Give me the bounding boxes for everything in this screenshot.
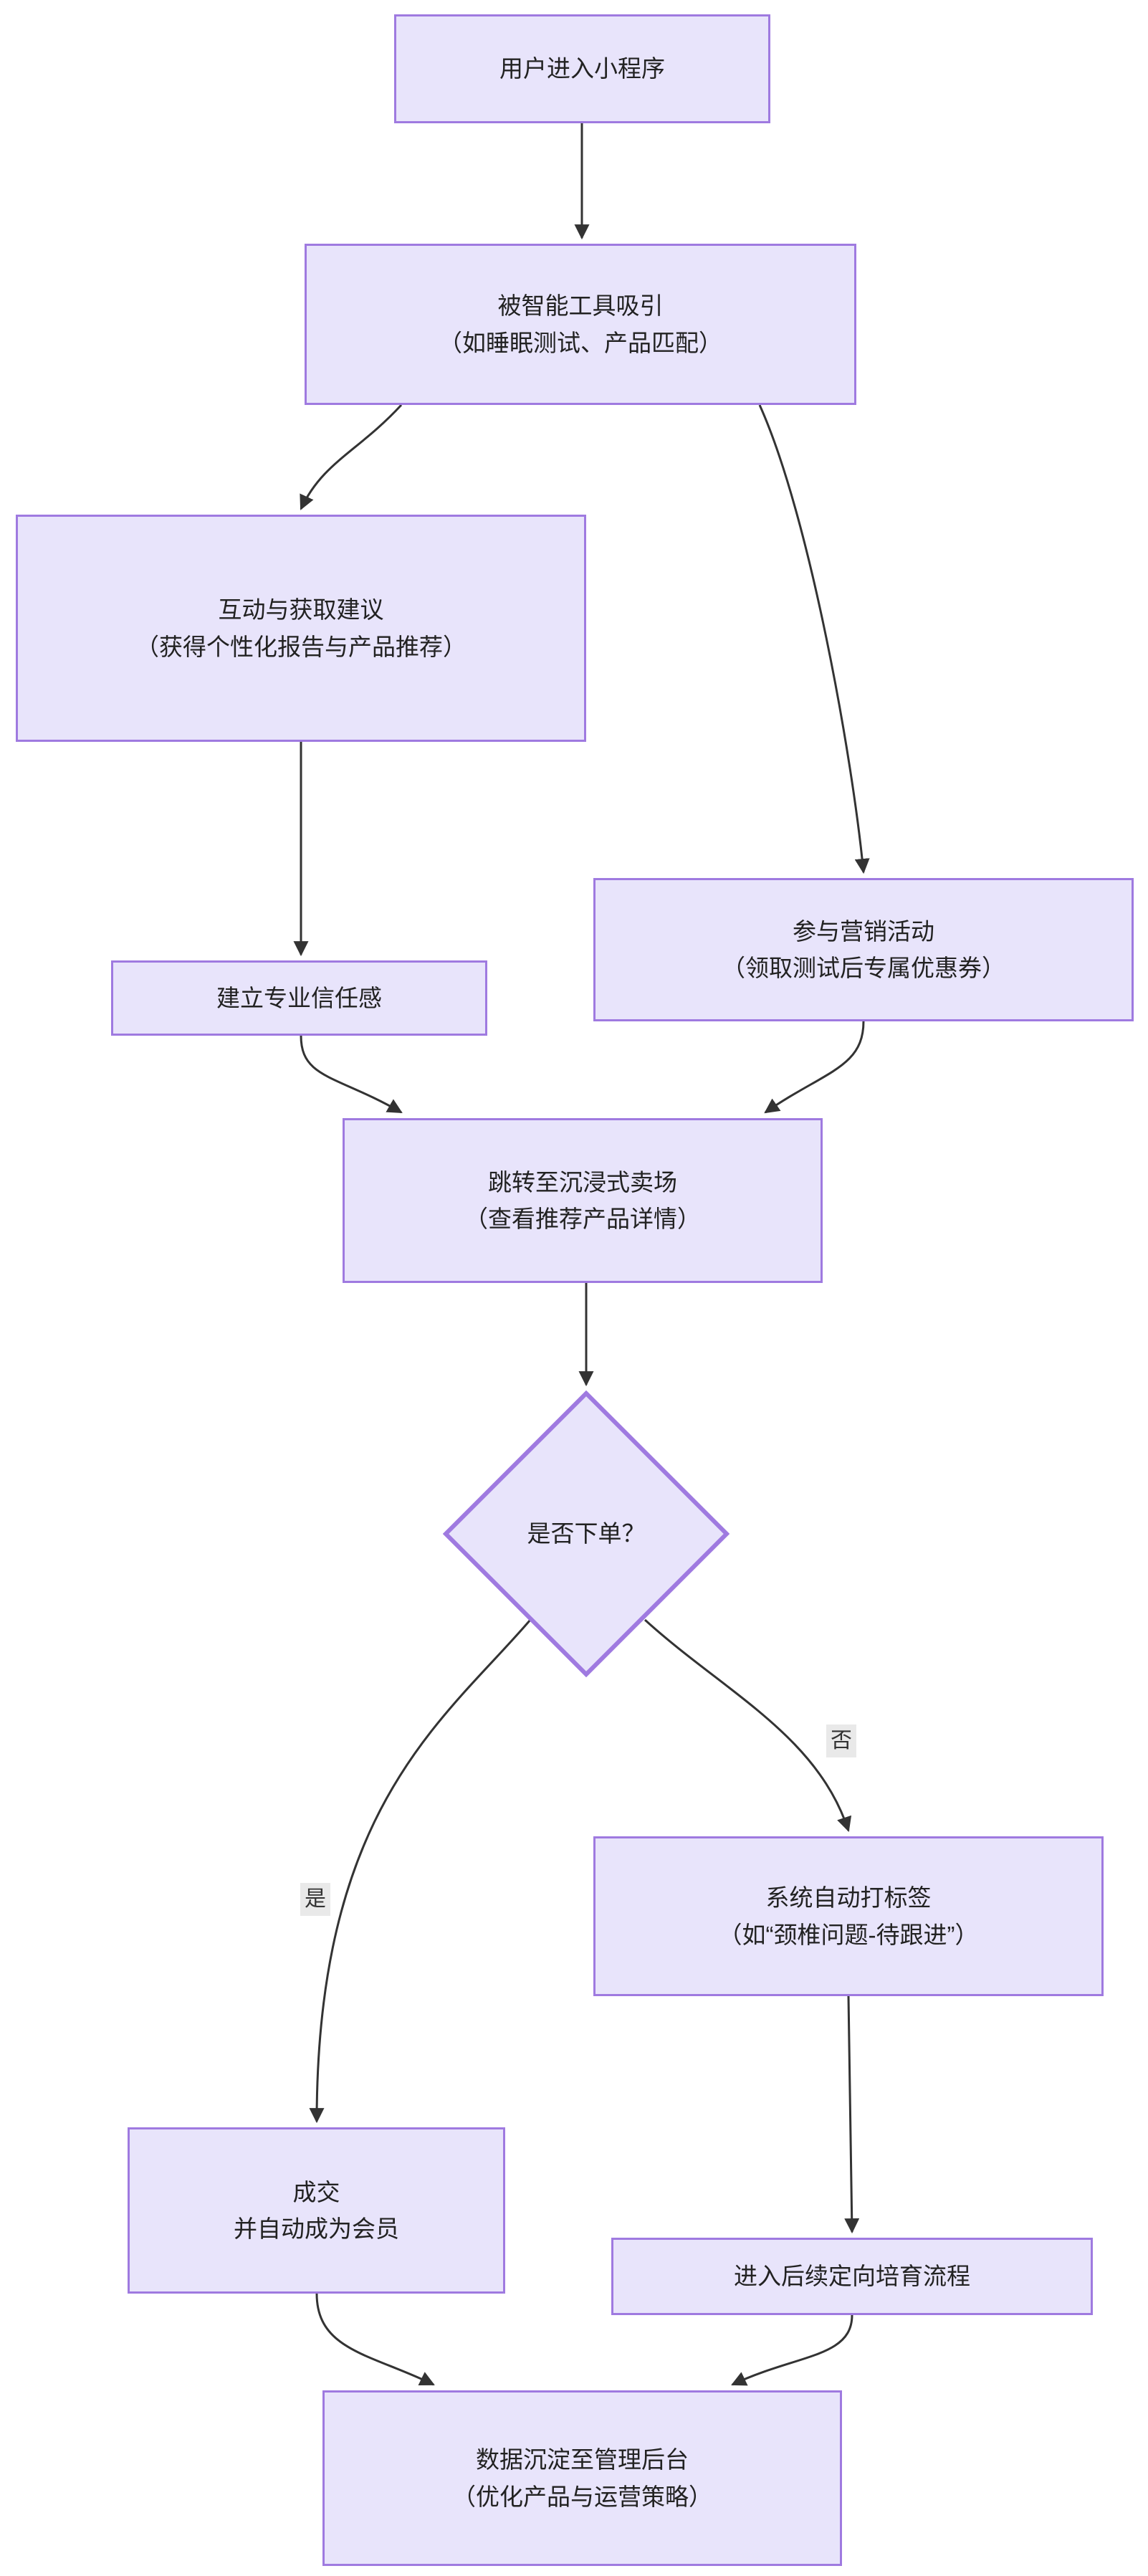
node-jump-to-immersive-store[interactable]: 跳转至沉浸式卖场 （查看推荐产品详情） bbox=[343, 1118, 823, 1283]
node-label: 参与营销活动 （领取测试后专属优惠券） bbox=[722, 917, 1005, 981]
node-label: 用户进入小程序 bbox=[499, 55, 665, 82]
node-label: 被智能工具吸引 （如睡眠测试、产品匹配） bbox=[439, 292, 722, 356]
edge-n8-n10 bbox=[844, 1995, 860, 2234]
edge-n7-n9 bbox=[309, 1619, 532, 2124]
diamond-shape bbox=[443, 1390, 730, 1677]
node-interact-and-get-advice[interactable]: 互动与获取建议 （获得个性化报告与产品推荐） bbox=[16, 515, 586, 742]
node-user-enters-miniprogram[interactable]: 用户进入小程序 bbox=[394, 14, 770, 123]
node-data-to-admin-backend[interactable]: 数据沉淀至管理后台 （优化产品与运营策略） bbox=[322, 2390, 842, 2566]
node-label: 系统自动打标签 （如“颈椎问题-待跟进”） bbox=[718, 1884, 979, 1948]
edge-label-yes: 是 bbox=[300, 1883, 330, 1916]
edge-n10-n11 bbox=[731, 2314, 853, 2386]
edge-n4-n6 bbox=[300, 1035, 403, 1114]
node-decision-place-order[interactable]: 是否下单？ bbox=[443, 1390, 730, 1677]
node-label: 数据沉淀至管理后台 （优化产品与运营策略） bbox=[452, 2446, 712, 2510]
edge-n2-n5 bbox=[758, 404, 870, 874]
edge-n5-n6 bbox=[764, 1021, 865, 1114]
node-build-professional-trust[interactable]: 建立专业信任感 bbox=[111, 960, 487, 1036]
edge-n2-n3 bbox=[300, 404, 403, 510]
node-attracted-by-smart-tool[interactable]: 被智能工具吸引 （如睡眠测试、产品匹配） bbox=[305, 244, 856, 405]
node-label: 跳转至沉浸式卖场 （查看推荐产品详情） bbox=[464, 1168, 701, 1232]
node-enter-targeted-nurturing[interactable]: 进入后续定向培育流程 bbox=[611, 2238, 1093, 2315]
node-label: 互动与获取建议 （获得个性化报告与产品推荐） bbox=[135, 596, 467, 660]
node-join-marketing-campaign[interactable]: 参与营销活动 （领取测试后专属优惠券） bbox=[593, 878, 1134, 1021]
node-label: 建立专业信任感 bbox=[216, 984, 382, 1011]
edge-label-no: 否 bbox=[826, 1725, 856, 1757]
node-system-auto-tagging[interactable]: 系统自动打标签 （如“颈椎问题-待跟进”） bbox=[593, 1836, 1104, 1996]
node-label: 进入后续定向培育流程 bbox=[734, 2263, 970, 2290]
node-label: 是否下单？ bbox=[527, 1520, 646, 1547]
node-label: 成交 并自动成为会员 bbox=[234, 2178, 399, 2242]
node-deal-closed-become-member[interactable]: 成交 并自动成为会员 bbox=[128, 2127, 505, 2294]
edge-n9-n11 bbox=[315, 2293, 435, 2386]
